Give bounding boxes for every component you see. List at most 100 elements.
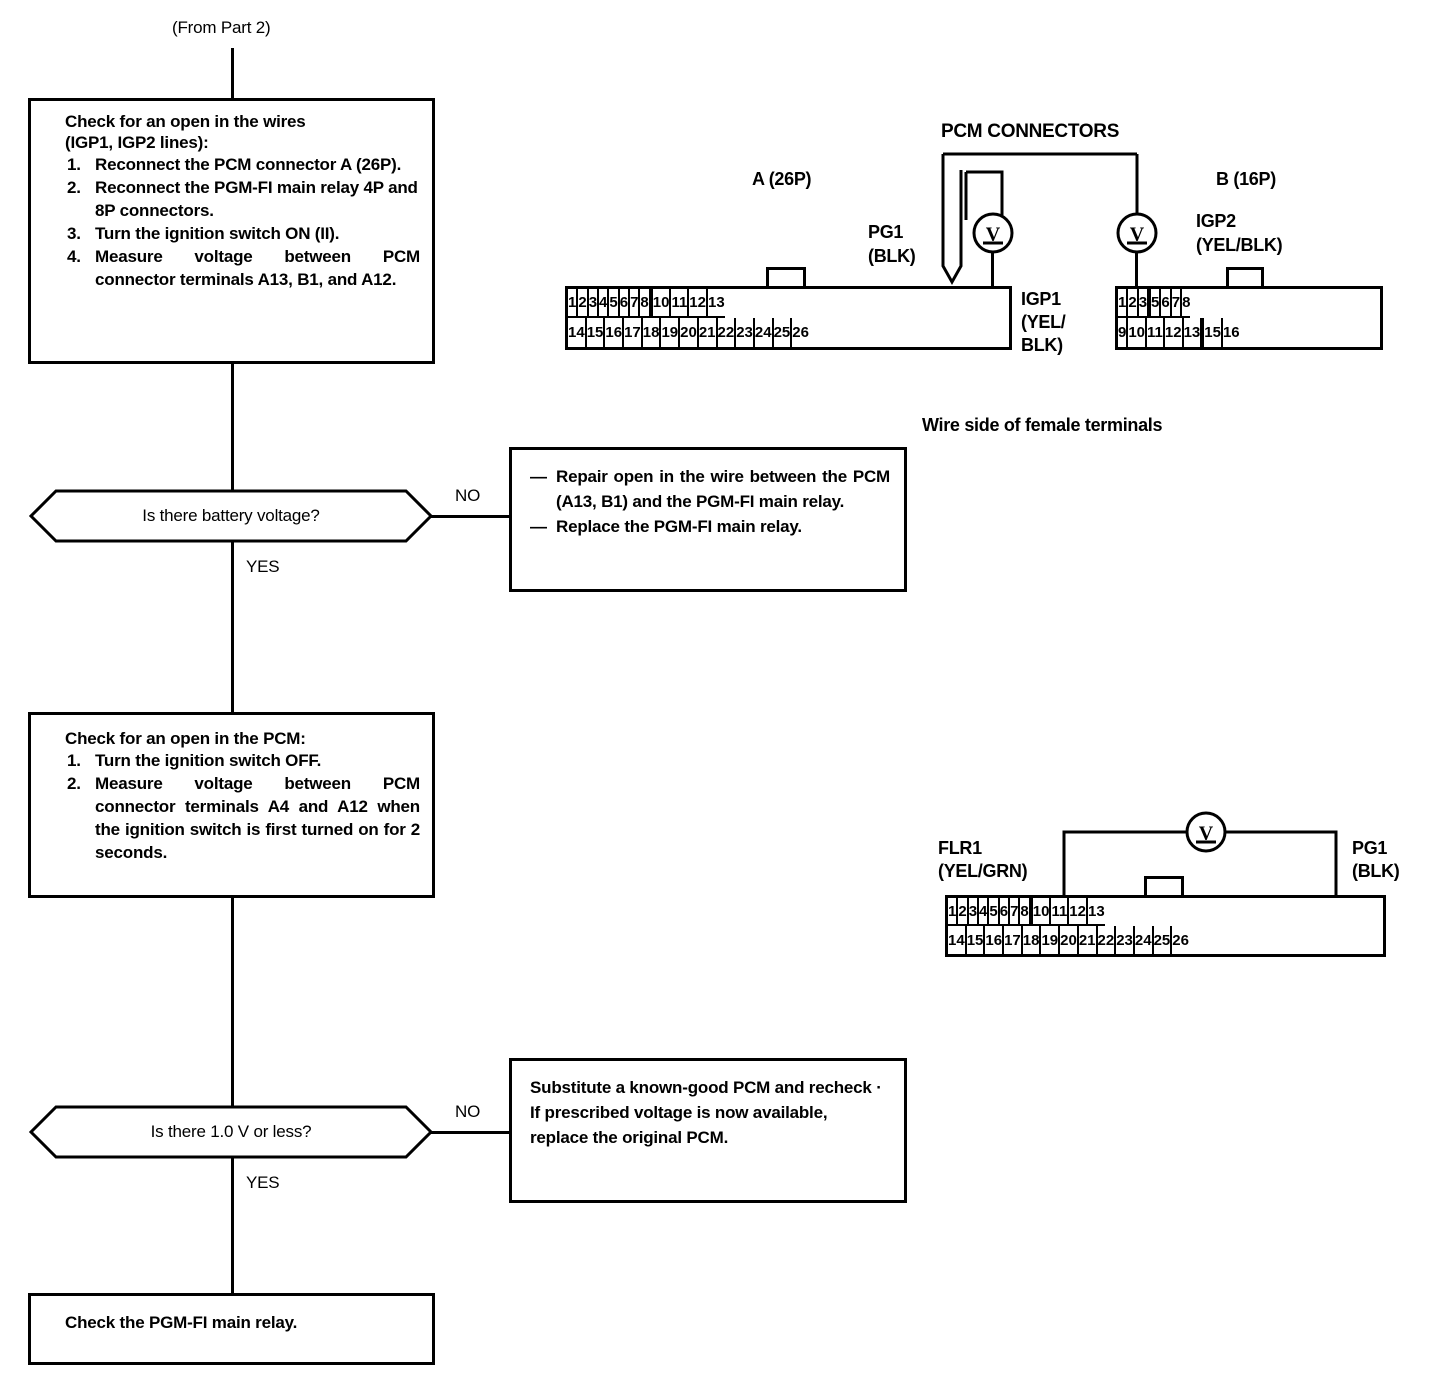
- box2-step-1: 1.Turn the ignition switch OFF.: [65, 749, 420, 772]
- connector-b-bottom-row: 9 10 11 12 13 15 16: [1118, 318, 1380, 347]
- pin-bot-3: 3: [968, 898, 980, 926]
- box1-step-4: 4.Measure voltage between PCM connector …: [65, 245, 420, 291]
- pin-bot-26: 26: [1172, 926, 1189, 954]
- connector-line-decision1-yes: [231, 540, 234, 712]
- decision1-label: Is there battery voltage?: [142, 506, 320, 525]
- svg-text:V: V: [986, 224, 1001, 246]
- action1-item-1-text: Repair open in the wire between the PCM …: [556, 467, 890, 511]
- box1-heading-line2: (IGP1, IGP2 lines):: [65, 133, 209, 152]
- pin-bot-12: 12: [1069, 898, 1088, 926]
- voltmeter-a: V: [972, 212, 1014, 254]
- pin-a-13: 13: [707, 289, 725, 318]
- action1-item-1-dash: —: [530, 467, 547, 486]
- pg1-probe-label-line1: PG1: [868, 222, 904, 242]
- pin-a-24: 24: [754, 318, 774, 347]
- igp1-label-line3: BLK): [1021, 335, 1063, 355]
- box1-step-list: 1.Reconnect the PCM connector A (26P). 2…: [65, 153, 420, 291]
- process-box-check-open-wires: Check for an open in the wires (IGP1, IG…: [28, 98, 435, 364]
- pin-a-26: 26: [792, 318, 809, 347]
- connector-b-label: B (16P): [1216, 169, 1276, 189]
- pin-b-5: 5: [1151, 289, 1162, 318]
- pin-bot-4: 4: [979, 898, 990, 926]
- connector-a-label: A (26P): [752, 169, 812, 189]
- pin-bot-5: 5: [989, 898, 1000, 926]
- pin-bot-20: 20: [1060, 926, 1079, 954]
- voltmeter-b-lead: [1135, 252, 1138, 288]
- action2-text: Substitute a known-good PCM and recheck …: [530, 1078, 882, 1147]
- box1-step-2-text: Reconnect the PGM-FI main relay 4P and 8…: [95, 178, 418, 220]
- connector-line-from-part: [231, 48, 234, 100]
- decision-one-volt-or-less: Is there 1.0 V or less?: [28, 1105, 434, 1159]
- connector-bottom-top-row: 1 2 3 4 5 6 7 8 10 11 12 13: [948, 898, 1383, 926]
- pin-bot-9-blank: [1030, 898, 1033, 926]
- pin-b-13: 13: [1183, 318, 1203, 347]
- action1-item-2-dash: —: [530, 517, 547, 536]
- pin-b-7: 7: [1171, 289, 1183, 318]
- process-box-check-open-pcm: Check for an open in the PCM: 1.Turn the…: [28, 712, 435, 898]
- action-box-repair-open-wire: — Repair open in the wire between the PCM…: [509, 447, 907, 592]
- pin-b-3: 3: [1138, 289, 1150, 318]
- pin-a-2: 2: [578, 289, 589, 318]
- pin-a-1: 1: [568, 289, 579, 318]
- connector-a-bottom-row: 14 15 16 17 18 19 20 21 22 23 24 25 26: [568, 318, 1009, 347]
- pin-bot-16: 16: [985, 926, 1005, 954]
- pin-bot-24: 24: [1134, 926, 1154, 954]
- box1-step-4-text: Measure voltage between PCM connector te…: [95, 247, 420, 289]
- connector-b-top-row: 1 2 3 5 6 7 8: [1118, 289, 1380, 318]
- pin-a-8: 8: [640, 289, 651, 318]
- pin-b-14-blank: [1202, 318, 1205, 347]
- action1-item-1: — Repair open in the wire between the PCM…: [530, 464, 890, 514]
- decision1-hexagon-shape: [28, 489, 434, 543]
- bottom-wiring-harness: [1062, 830, 1338, 898]
- box1-step-1-number: 1.: [67, 155, 81, 174]
- connector-b-pin-block: 1 2 3 5 6 7 8 9 10 11 12 13 15 16: [1115, 286, 1383, 350]
- pin-bot-17: 17: [1004, 926, 1023, 954]
- pg1-bottom-label-line1: PG1: [1352, 838, 1388, 858]
- top-wiring-harness: [941, 152, 1139, 286]
- pin-a-22: 22: [717, 318, 737, 347]
- pin-b-9: 9: [1118, 318, 1129, 347]
- pin-a-15: 15: [586, 318, 606, 347]
- pin-bot-6: 6: [999, 898, 1011, 926]
- pin-bot-14: 14: [948, 926, 967, 954]
- pin-a-9-blank: [650, 289, 653, 318]
- pin-a-6: 6: [619, 289, 631, 318]
- box2-step-1-number: 1.: [67, 751, 81, 770]
- box1-step-3-text: Turn the ignition switch ON (II).: [95, 224, 340, 243]
- pin-bot-7: 7: [1010, 898, 1021, 926]
- action1-item-2: — Replace the PGM-FI main relay.: [530, 514, 890, 539]
- pin-a-25: 25: [773, 318, 793, 347]
- pin-bot-23: 23: [1116, 926, 1135, 954]
- box1-step-1-text: Reconnect the PCM connector A (26P).: [95, 155, 402, 174]
- process-box-check-main-relay: Check the PGM-FI main relay.: [28, 1293, 435, 1365]
- connector-a-keyway-tab: [766, 267, 806, 289]
- pin-bot-15: 15: [966, 926, 986, 954]
- pin-b-1: 1: [1118, 289, 1129, 318]
- svg-text:V: V: [1199, 823, 1214, 845]
- voltmeter-a-lead: [991, 252, 994, 288]
- decision2-hexagon-shape: [28, 1105, 434, 1159]
- box2-step-list: 1.Turn the ignition switch OFF. 2.Measur…: [65, 749, 420, 864]
- pin-a-3: 3: [588, 289, 600, 318]
- pin-a-12: 12: [689, 289, 708, 318]
- action1-item-2-text: Replace the PGM-FI main relay.: [556, 517, 802, 536]
- wire-side-caption: Wire side of female terminals: [922, 415, 1163, 435]
- pin-b-8: 8: [1182, 289, 1191, 318]
- flr1-label-line1: FLR1: [938, 838, 982, 858]
- pin-a-21: 21: [698, 318, 718, 347]
- box2-step-2-number: 2.: [67, 774, 81, 793]
- action1-list: — Repair open in the wire between the PCM…: [530, 464, 890, 539]
- pin-bot-18: 18: [1022, 926, 1042, 954]
- pin-a-18: 18: [642, 318, 662, 347]
- pin-b-16: 16: [1222, 318, 1240, 347]
- pin-a-5: 5: [609, 289, 620, 318]
- connector-line-decision2-no: [430, 1131, 510, 1134]
- pin-a-19: 19: [661, 318, 681, 347]
- voltmeter-b-symbol: V: [1116, 212, 1158, 254]
- connector-line-decision2-yes: [231, 1156, 234, 1296]
- pin-b-6: 6: [1161, 289, 1172, 318]
- pin-a-16: 16: [605, 318, 625, 347]
- connector-line-decision1-no: [430, 515, 510, 518]
- box1-heading-line1: Check for an open in the wires: [65, 112, 306, 131]
